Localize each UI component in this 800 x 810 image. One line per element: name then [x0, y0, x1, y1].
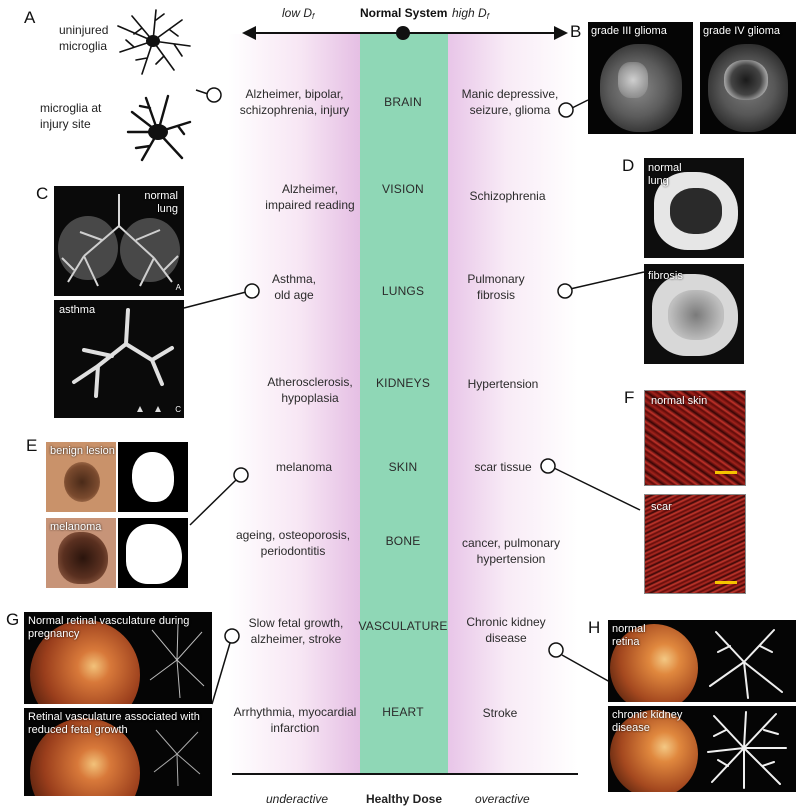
system-heart: HEART: [382, 705, 424, 719]
asthma-lung-cast-image: asthma C: [54, 300, 184, 418]
retina-normal-pregnancy-image: Normal retinal vasculature during pregna…: [24, 612, 212, 704]
microglia-uninjured-illustration: [117, 9, 191, 75]
uninjured-microglia-label: uninjured microglia: [59, 23, 109, 53]
retina-reduced-growth-image: Retinal vasculature associated with redu…: [24, 708, 212, 796]
benign-lesion-caption: benign lesion: [50, 445, 115, 457]
normal-lung-cast-image: normal lung A: [54, 186, 184, 296]
glioma-grade-iii-image: grade III glioma: [588, 22, 693, 134]
low-condition-bone: ageing, osteoporosis, periodontitis: [235, 528, 351, 558]
microglia-injured-illustration: [126, 94, 192, 162]
system-kidneys: KIDNEYS: [375, 376, 431, 390]
retina-reduced-growth-caption: Retinal vasculature associated with redu…: [28, 711, 200, 736]
connector-circle-skin-low: [233, 467, 249, 483]
high-condition-brain: Manic depressive, seizure, glioma: [461, 87, 559, 117]
healthy-dose-label: Healthy Dose: [366, 792, 443, 806]
underactive-label: underactive: [266, 792, 329, 806]
connector-circle-vasculature-low: [224, 628, 240, 644]
connector-circle-brain-high: [558, 102, 574, 118]
overactive-label: overactive: [475, 792, 530, 806]
ckd-retina-caption: chronic kidney disease: [612, 709, 683, 734]
high-condition-lungs: Pulmonary fibrosis: [467, 272, 525, 302]
asthma-lung-cast-caption: asthma: [59, 304, 96, 316]
connector-circle-lungs-low: [244, 283, 260, 299]
scar-microscopy: scar: [644, 494, 746, 594]
low-gradient-band: [228, 34, 360, 774]
normal-lung-ct-image: normal lung: [644, 158, 744, 258]
system-bone: BONE: [385, 534, 421, 548]
melanoma-mask: [118, 518, 188, 588]
system-vision: VISION: [382, 182, 424, 196]
scale-bar-normal-skin: [715, 471, 737, 474]
low-condition-skin: melanoma: [275, 460, 333, 474]
high-condition-heart: Stroke: [482, 706, 518, 720]
low-condition-lungs: Asthma, old age: [271, 272, 316, 302]
melanoma-photo-caption: melanoma: [50, 521, 102, 533]
normal-retina-image: normal retina: [608, 620, 796, 702]
microglia-injury-site-label: microglia at injury site: [40, 101, 102, 131]
benign-lesion-mask: [118, 442, 188, 512]
high-df-label: high Df: [452, 6, 489, 21]
system-vasculature: VASCULATURE: [358, 619, 448, 633]
normal-lung-ct-caption: normal lung: [648, 162, 682, 187]
low-condition-vision: Alzheimer, impaired reading: [265, 182, 355, 212]
high-condition-skin: scar tissue: [474, 460, 532, 474]
panel-letter-c: C: [36, 184, 49, 203]
scale-bar-scar: [715, 581, 737, 584]
low-condition-vasculature: Slow fetal growth, alzheimer, stroke: [248, 616, 344, 646]
panel-letter-e: E: [26, 436, 38, 455]
high-condition-kidneys: Hypertension: [467, 377, 539, 391]
system-skin: SKIN: [388, 460, 418, 474]
bottom-axis-line: [232, 773, 578, 775]
connector-circle-brain-low: [206, 87, 222, 103]
connector-circle-lungs-high: [557, 283, 573, 299]
panel-letter-b: B: [570, 22, 582, 41]
benign-lesion-photo: benign lesion: [46, 442, 116, 512]
normal-skin-caption: normal skin: [651, 395, 708, 407]
glioma-grade-iv-caption: grade IV glioma: [703, 25, 781, 37]
scar-caption: scar: [651, 501, 672, 513]
high-condition-vasculature: Chronic kidney disease: [466, 615, 546, 645]
healthy-center-band: [360, 34, 448, 774]
normal-system-title: Normal System: [360, 6, 448, 20]
panel-letter-d: D: [622, 156, 635, 175]
system-lungs: LUNGS: [381, 284, 425, 298]
dose-axis-arrow: [242, 26, 568, 40]
high-condition-bone: cancer, pulmonary hypertension: [461, 536, 561, 566]
melanoma-photo: melanoma: [46, 518, 116, 588]
asthma-lung-cast-tag: C: [175, 405, 181, 414]
high-condition-vision: Schizophrenia: [469, 189, 546, 203]
low-condition-heart: Arrhythmia, myocardial infarction: [233, 705, 357, 735]
normal-skin-microscopy: normal skin: [644, 390, 746, 486]
normal-lung-cast-tag: A: [175, 283, 181, 292]
connector-circle-vasculature-high: [548, 642, 564, 658]
glioma-grade-iii-caption: grade III glioma: [591, 25, 667, 37]
low-condition-kidneys: Atherosclerosis, hypoplasia: [267, 375, 353, 405]
fibrosis-lung-ct-caption: fibrosis: [648, 270, 683, 282]
low-condition-brain: Alzheimer, bipolar, schizophrenia, injur…: [239, 87, 350, 117]
panel-letter-h: H: [588, 618, 601, 637]
ckd-retina-image: chronic kidney disease: [608, 706, 796, 792]
system-brain: BRAIN: [384, 95, 422, 109]
retina-normal-pregnancy-caption: Normal retinal vasculature during pregna…: [28, 615, 190, 640]
normal-lung-cast-caption: normal lung: [144, 190, 178, 215]
panel-letter-f: F: [624, 388, 635, 407]
low-df-label: low Df: [282, 6, 315, 21]
glioma-grade-iv-image: grade IV glioma: [700, 22, 796, 134]
panel-letter-g: G: [6, 610, 20, 629]
normal-retina-caption: normal retina: [612, 623, 646, 648]
panel-letter-a: A: [24, 8, 36, 27]
fibrosis-lung-ct-image: fibrosis: [644, 264, 744, 364]
connector-circle-skin-high: [540, 458, 556, 474]
